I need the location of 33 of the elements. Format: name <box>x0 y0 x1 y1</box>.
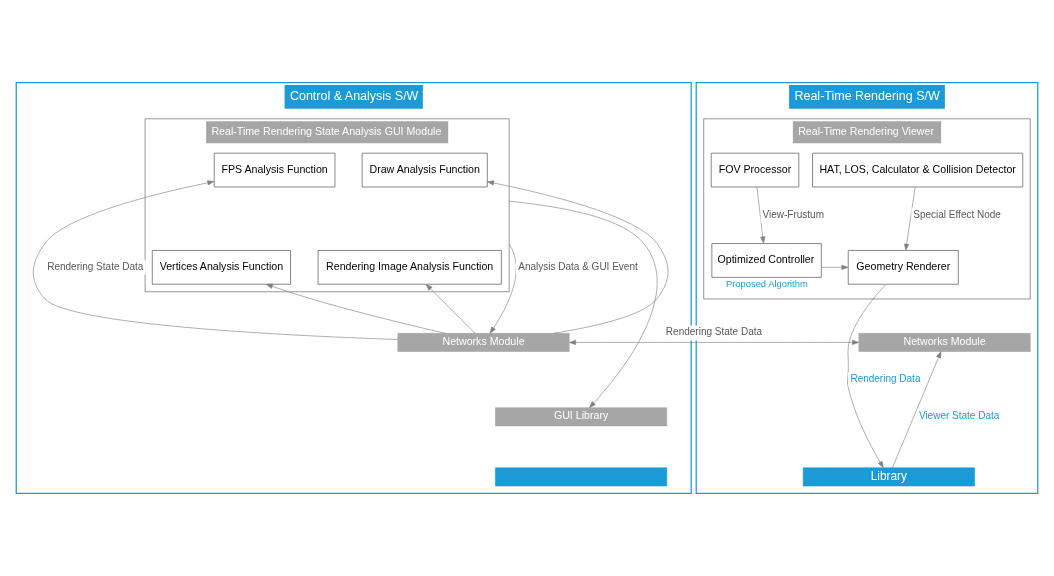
node-box: Draw Analysis Function <box>361 152 488 188</box>
node-box: GUI Library <box>495 407 668 427</box>
node-box: FOV Processor <box>710 152 800 188</box>
node-box: Geometry Renderer <box>847 250 959 285</box>
arrow <box>266 283 446 334</box>
edge-label: Rendering State Data <box>47 260 144 272</box>
node-box: Library <box>802 467 975 487</box>
arrow <box>508 200 658 408</box>
arrow <box>425 284 476 334</box>
edge-label: View-Frustum <box>762 208 825 220</box>
arrow <box>487 180 669 334</box>
edge-label: Analysis Data & GUI Event <box>518 260 638 272</box>
arrow <box>756 186 766 244</box>
node-bar <box>495 467 668 487</box>
node-box: Optimized Controller <box>711 243 822 278</box>
edge-label: Viewer State Data <box>918 410 1000 422</box>
node-box: FPS Analysis Function <box>213 152 336 188</box>
node-box: Rendering Image Analysis Function <box>317 250 502 285</box>
edge-label: Rendering State Data <box>665 326 763 338</box>
node-label: Proposed Algorithm <box>725 278 808 289</box>
node-box: HAT, LOS, Calculator & Collision Detector <box>812 152 1024 188</box>
arrow <box>569 339 859 345</box>
arrow <box>489 243 517 334</box>
node-box: Networks Module <box>397 333 570 352</box>
node-box: Networks Module <box>858 333 1031 352</box>
edge-label: Special Effect Node <box>913 208 1001 220</box>
node-box: Vertices Analysis Function <box>152 250 291 285</box>
arrow <box>892 351 942 469</box>
arrow <box>820 264 849 270</box>
arrow <box>847 283 887 468</box>
arrow <box>32 180 398 340</box>
edge-label: Rendering Data <box>850 373 921 385</box>
arrow <box>904 186 916 251</box>
